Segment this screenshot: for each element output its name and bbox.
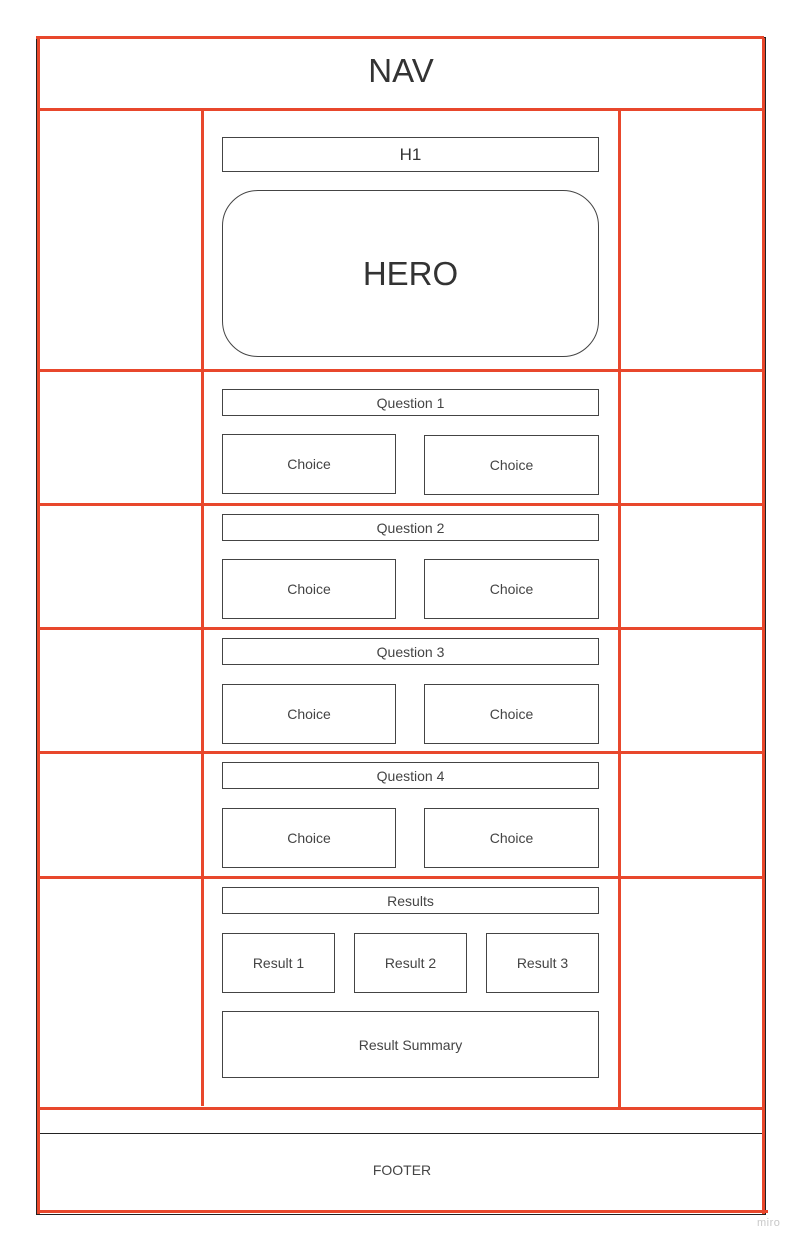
- grid-line-q3-bottom: [37, 751, 765, 754]
- question-4-choice-2[interactable]: Choice: [424, 808, 599, 868]
- question-4-title: Question 4: [222, 762, 599, 789]
- result-1-box: Result 1: [222, 933, 335, 993]
- question-2-choice-2[interactable]: Choice: [424, 559, 599, 619]
- grid-line-left: [37, 36, 40, 1214]
- question-1-choice-1[interactable]: Choice: [222, 434, 396, 494]
- footer-divider: [40, 1133, 764, 1134]
- question-2-title: Question 2: [222, 514, 599, 541]
- footer-label: FOOTER: [372, 1162, 432, 1178]
- question-4-choice-1[interactable]: Choice: [222, 808, 396, 868]
- grid-line-col-left: [201, 111, 204, 1106]
- question-2-choice-1[interactable]: Choice: [222, 559, 396, 619]
- question-1-title: Question 1: [222, 389, 599, 416]
- question-3-title: Question 3: [222, 638, 599, 665]
- grid-line-results-bottom: [37, 1107, 765, 1110]
- result-3-box: Result 3: [486, 933, 599, 993]
- result-2-box: Result 2: [354, 933, 467, 993]
- grid-line-top: [36, 36, 764, 39]
- grid-line-q2-bottom: [37, 627, 765, 630]
- result-summary-box: Result Summary: [222, 1011, 599, 1078]
- h1-box: H1: [222, 137, 599, 172]
- question-1-choice-2[interactable]: Choice: [424, 435, 599, 495]
- question-3-choice-2[interactable]: Choice: [424, 684, 599, 744]
- grid-line-nav-bottom: [37, 108, 765, 111]
- grid-line-q1-bottom: [37, 503, 765, 506]
- grid-line-bottom: [37, 1210, 768, 1213]
- grid-line-hero-bottom: [37, 369, 765, 372]
- grid-line-right: [762, 38, 765, 1214]
- grid-line-col-right: [618, 111, 621, 1109]
- question-3-choice-1[interactable]: Choice: [222, 684, 396, 744]
- nav-label: NAV: [368, 52, 434, 89]
- results-title: Results: [222, 887, 599, 914]
- miro-watermark: miro: [757, 1217, 781, 1229]
- hero-box: HERO: [222, 190, 599, 357]
- grid-line-q4-bottom: [37, 876, 765, 879]
